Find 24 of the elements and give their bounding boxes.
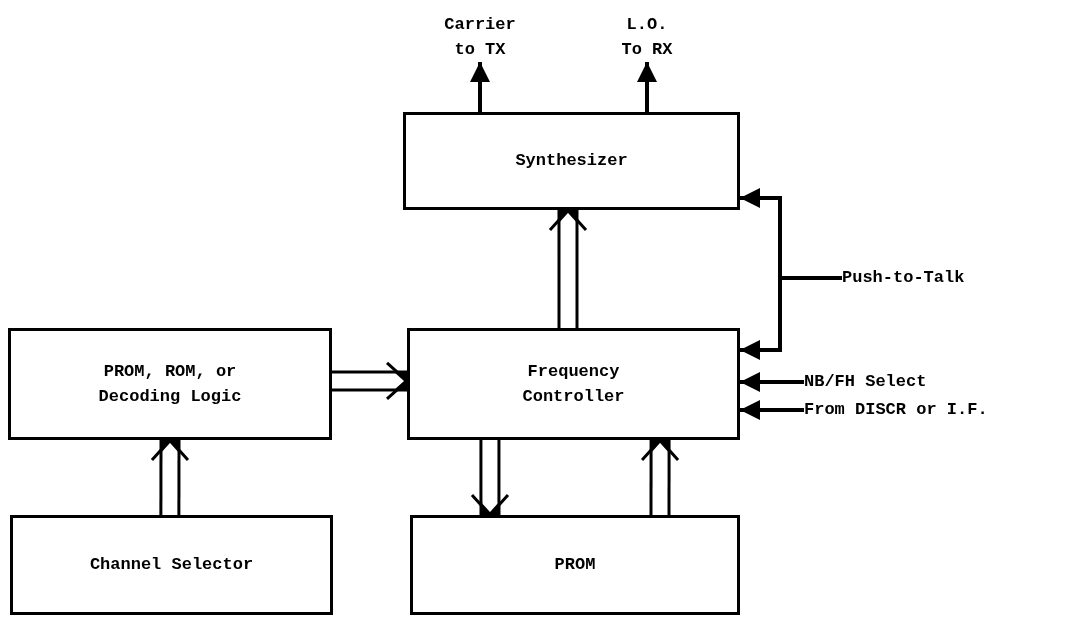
arrow <box>637 62 657 112</box>
process-box <box>403 112 740 210</box>
arrow <box>740 372 804 392</box>
process-box <box>8 328 332 440</box>
box-label: Channel Selector <box>89 554 254 577</box>
signal-label: L.O. To RX <box>620 13 674 61</box>
process-box <box>410 515 740 615</box>
arrow <box>740 400 804 420</box>
box-label: PROM <box>554 554 596 577</box>
process-box <box>10 515 333 615</box>
process-box <box>407 328 740 440</box>
signal-label: Carrier to TX <box>443 13 517 61</box>
bus-arrow <box>332 361 409 401</box>
signal-label: Push-to-Talk <box>842 267 966 290</box>
signal-label: NB/FH Select <box>804 371 928 394</box>
box-label: Synthesizer <box>515 150 628 173</box>
arrow <box>470 62 490 112</box>
bus-arrow <box>470 440 510 517</box>
bus-arrow <box>150 438 190 515</box>
signal-label: From DISCR or I.F. <box>804 399 989 422</box>
box-label: Frequency Controller <box>521 360 626 408</box>
bus-arrow <box>548 208 588 328</box>
box-label: PROM, ROM, or Decoding Logic <box>97 360 243 408</box>
bus-arrow <box>640 438 680 515</box>
